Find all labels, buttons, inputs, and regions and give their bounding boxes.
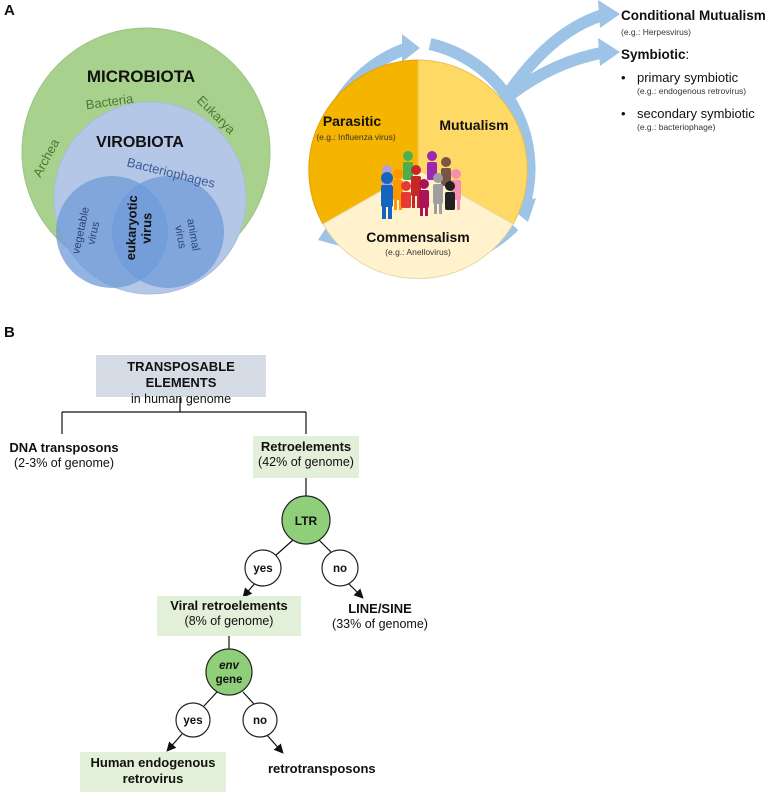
dna-subtitle: (2-3% of genome) — [13, 456, 115, 471]
no-to-line-sine-arrow — [346, 581, 364, 599]
line-sine-title: LINE/SINE — [348, 601, 412, 616]
panel-b-label: B — [4, 324, 15, 341]
line-sine-subtitle: (33% of genome) — [332, 617, 428, 632]
secondary-symbiotic-label: secondary symbiotic — [637, 106, 755, 121]
herv-line1: Human endogenous — [90, 755, 216, 770]
ring-arrowhead-1 — [402, 34, 420, 62]
dna-transposons-node: DNA transposons (2-3% of genome) — [2, 440, 126, 472]
bullet-icon: • — [621, 70, 626, 85]
microbiota-venn: MICROBIOTA Bacteria Eukarya Archea VIROB… — [21, 27, 271, 295]
symbiotic-colon: : — [685, 47, 690, 62]
animal-virus-label: animal virus — [172, 218, 201, 252]
viral-retroelements-box: Viral retroelements (8% of genome) — [157, 596, 301, 636]
svg-text:eukaryotic: eukaryotic — [123, 195, 140, 261]
retro-title: Retroelements — [260, 439, 352, 454]
primary-symbiotic-label: primary symbiotic — [637, 70, 739, 85]
arrow-to-symbiotic — [500, 46, 608, 105]
svg-text:virus: virus — [86, 220, 103, 246]
line-sine-node: LINE/SINE (33% of genome) — [322, 601, 438, 633]
conditional-mutualism-example: (e.g.: Herpesvirus) — [621, 27, 691, 37]
viral-subtitle: (8% of genome) — [184, 614, 274, 629]
retroelements-box: Retroelements (42% of genome) — [253, 436, 359, 478]
symbiotic-item-secondary: • — [621, 106, 626, 122]
ltr-no-label: no — [333, 563, 347, 575]
yes-to-herv-arrow — [166, 733, 183, 752]
ltr-yes-node — [244, 549, 282, 587]
herv-box: Human endogenous retrovirus — [80, 752, 226, 792]
tree-connectors: LTR yes no env gene yes no — [61, 398, 364, 754]
panel-a-label: A — [4, 2, 15, 19]
env-no-node — [242, 702, 278, 738]
env-no-label: no — [253, 715, 267, 727]
parasitic-label: Parasitic — [323, 113, 382, 129]
root-subtitle: in human genome — [130, 391, 232, 406]
retrotransposons-label: retrotransposons — [268, 761, 376, 776]
mutualism-label: Mutualism — [439, 117, 508, 133]
ltr-to-yes-line — [274, 539, 294, 557]
retro-subtitle: (42% of genome) — [258, 455, 354, 470]
viral-title: Viral retroelements — [170, 598, 288, 613]
symbiosis-wheel: Parasitic (e.g.: Influenza virus) Mutual… — [308, 34, 536, 279]
commensalism-sector — [322, 169, 514, 279]
ring-arrow-2 — [428, 38, 536, 208]
yes-to-viral-arrow — [242, 581, 257, 598]
env-gene-node — [205, 648, 253, 696]
ltr-label: LTR — [295, 514, 318, 528]
microbiota-label: MICROBIOTA — [87, 67, 195, 86]
virobiota-label: VIROBIOTA — [96, 134, 184, 151]
dna-title: DNA transposons — [9, 440, 119, 455]
arrowhead-symbiotic — [598, 38, 620, 66]
env-italic-label: env — [219, 660, 239, 672]
env-yes-node — [175, 702, 211, 738]
symbiotic-heading: Symbiotic: — [621, 47, 689, 63]
herv-line2: retrovirus — [122, 771, 184, 787]
ltr-to-no-line — [318, 539, 334, 555]
ltr-no-node — [321, 549, 359, 587]
animal-virus-circle — [112, 176, 224, 288]
bacteria-label: Bacteria — [85, 91, 135, 113]
ltr-node — [281, 495, 331, 545]
svg-text:virus: virus — [138, 212, 154, 244]
secondary-symbiotic-example: (e.g.: bacteriophage) — [637, 122, 716, 132]
ltr-yes-label: yes — [253, 563, 272, 575]
symbiotic-item-primary: • — [621, 70, 626, 86]
bullet-icon: • — [621, 106, 626, 121]
svg-text:virus: virus — [172, 225, 188, 250]
no-to-retrotransposons-arrow — [265, 733, 284, 754]
env-yes-label: yes — [183, 715, 202, 727]
env-to-no-line — [242, 691, 255, 705]
branch-arrows — [498, 0, 620, 105]
conditional-mutualism-title: Conditional Mutualism — [621, 8, 766, 23]
primary-symbiotic-example: (e.g.: endogenous retrovirus) — [637, 86, 747, 96]
commensalism-label: Commensalism — [366, 229, 469, 245]
eukaryotic-virus-label: eukaryotic virus — [123, 195, 155, 261]
parasitic-example: (e.g.: Influenza virus) — [316, 132, 396, 142]
commensalism-example: (e.g.: Anellovirus) — [385, 247, 451, 257]
env-to-yes-line — [203, 691, 218, 707]
people-crowd-icon — [381, 151, 461, 219]
env-gene-label: gene — [216, 674, 243, 686]
transposable-elements-box: TRANSPOSABLE ELEMENTS in human genome — [96, 355, 266, 406]
svg-text:animal: animal — [184, 218, 201, 252]
root-title: TRANSPOSABLE ELEMENTS — [127, 359, 235, 391]
arrowhead-conditional — [598, 0, 620, 28]
symbiotic-title: Symbiotic — [621, 47, 686, 62]
